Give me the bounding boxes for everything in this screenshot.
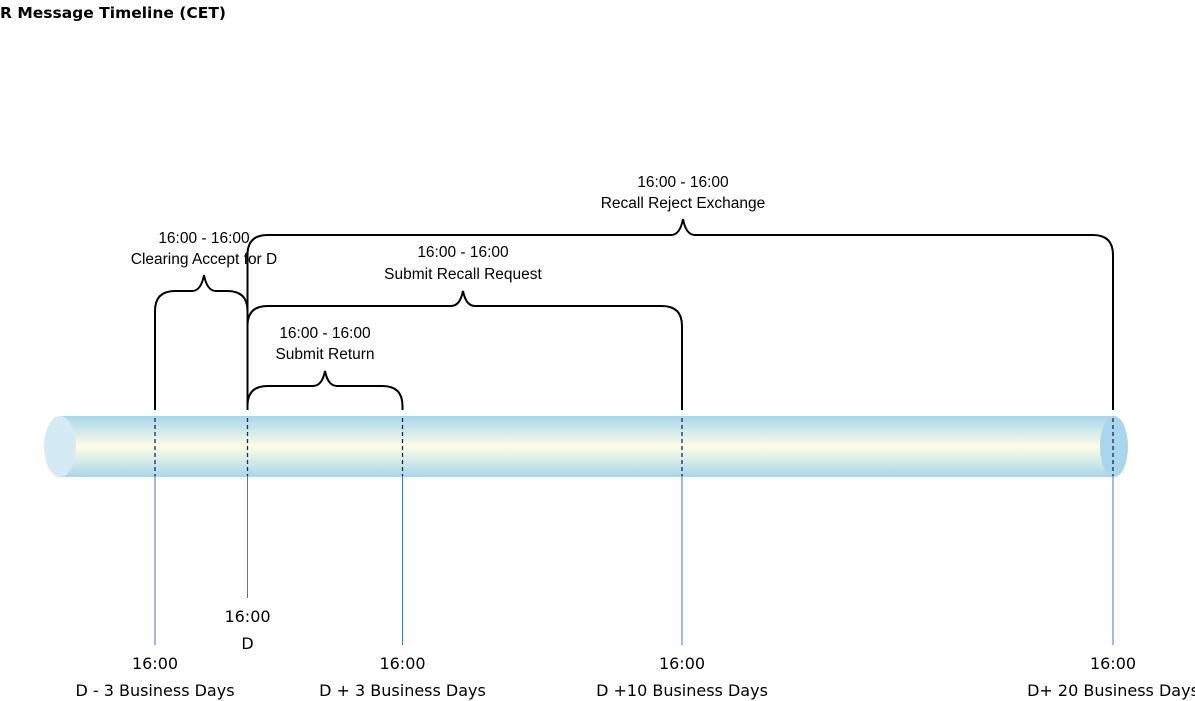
marker-time: 16:00 [379,654,425,673]
marker-time: 16:00 [659,654,705,673]
timeline-tube [60,416,1114,477]
marker-label: D +10 Business Days [596,681,768,700]
marker-d-plus-10: 16:00 D +10 Business Days [596,418,768,700]
marker-label: D [241,634,253,653]
bracket-label: Submit Return [275,346,374,363]
marker-label: D - 3 Business Days [75,681,234,700]
bracket-time-range: 16:00 - 16:00 [417,244,509,261]
bracket-time-range: 16:00 - 16:00 [279,325,371,342]
bracket-time-range: 16:00 - 16:00 [158,230,250,247]
bracket-time-range: 16:00 - 16:00 [637,174,729,191]
bracket-label: Recall Reject Exchange [601,195,766,212]
marker-d-minus-3: 16:00 D - 3 Business Days [75,418,235,700]
marker-d-plus-3: 16:00 D + 3 Business Days [319,418,486,700]
marker-time: 16:00 [224,607,270,626]
marker-label: D + 3 Business Days [319,681,486,700]
timeline-bar [44,416,1128,477]
marker-label: D+ 20 Business Days [1027,681,1195,700]
bracket-label: Submit Recall Request [384,266,542,283]
bracket-line [246,290,683,410]
marker-time: 16:00 [1090,654,1136,673]
marker-d-plus-20: 16:00 D+ 20 Business Days [1027,418,1195,700]
bracket-label: Clearing Accept for D [131,251,277,268]
bracket-line [246,218,1114,410]
bracket-line [246,370,404,410]
page-title: R Message Timeline (CET) [0,4,227,22]
marker-time: 16:00 [132,654,178,673]
bracket-line [154,274,249,410]
timeline-tube-cap [44,416,76,477]
timeline-tube-end [1100,416,1128,477]
marker-d: 16:00D [224,418,271,653]
